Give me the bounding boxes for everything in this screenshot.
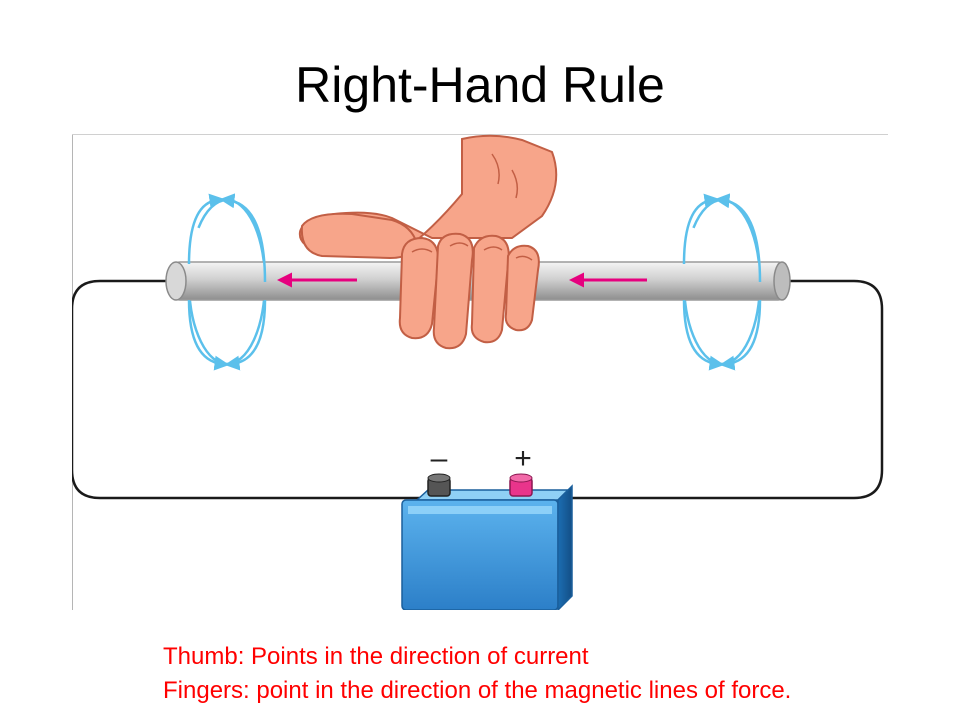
hand-icon [298,134,558,350]
field-loop-icon [187,193,225,265]
rod-left-end [165,261,187,301]
field-loop-icon [682,299,725,371]
field-loop-icon [719,299,762,371]
field-loop-icon [682,193,720,265]
rod-right-end [773,261,791,301]
field-loop-icon [714,193,762,283]
battery-icon [401,473,573,610]
caption-thumb-line: Thumb: Points in the direction of curren… [163,643,589,670]
negative-label: – [431,442,448,475]
circuit-wire [72,279,884,500]
positive-label: + [514,442,532,475]
field-loop-icon [224,299,267,371]
field-loop-icon [187,299,230,371]
slide-title: Right-Hand Rule [295,57,665,113]
caption: Thumb: Points in the direction of curren… [163,640,791,708]
caption-fingers-line: Fingers: point in the direction of the m… [163,677,792,704]
field-loop-icon [219,193,267,283]
right-hand-rule-diagram: – + [72,134,888,610]
